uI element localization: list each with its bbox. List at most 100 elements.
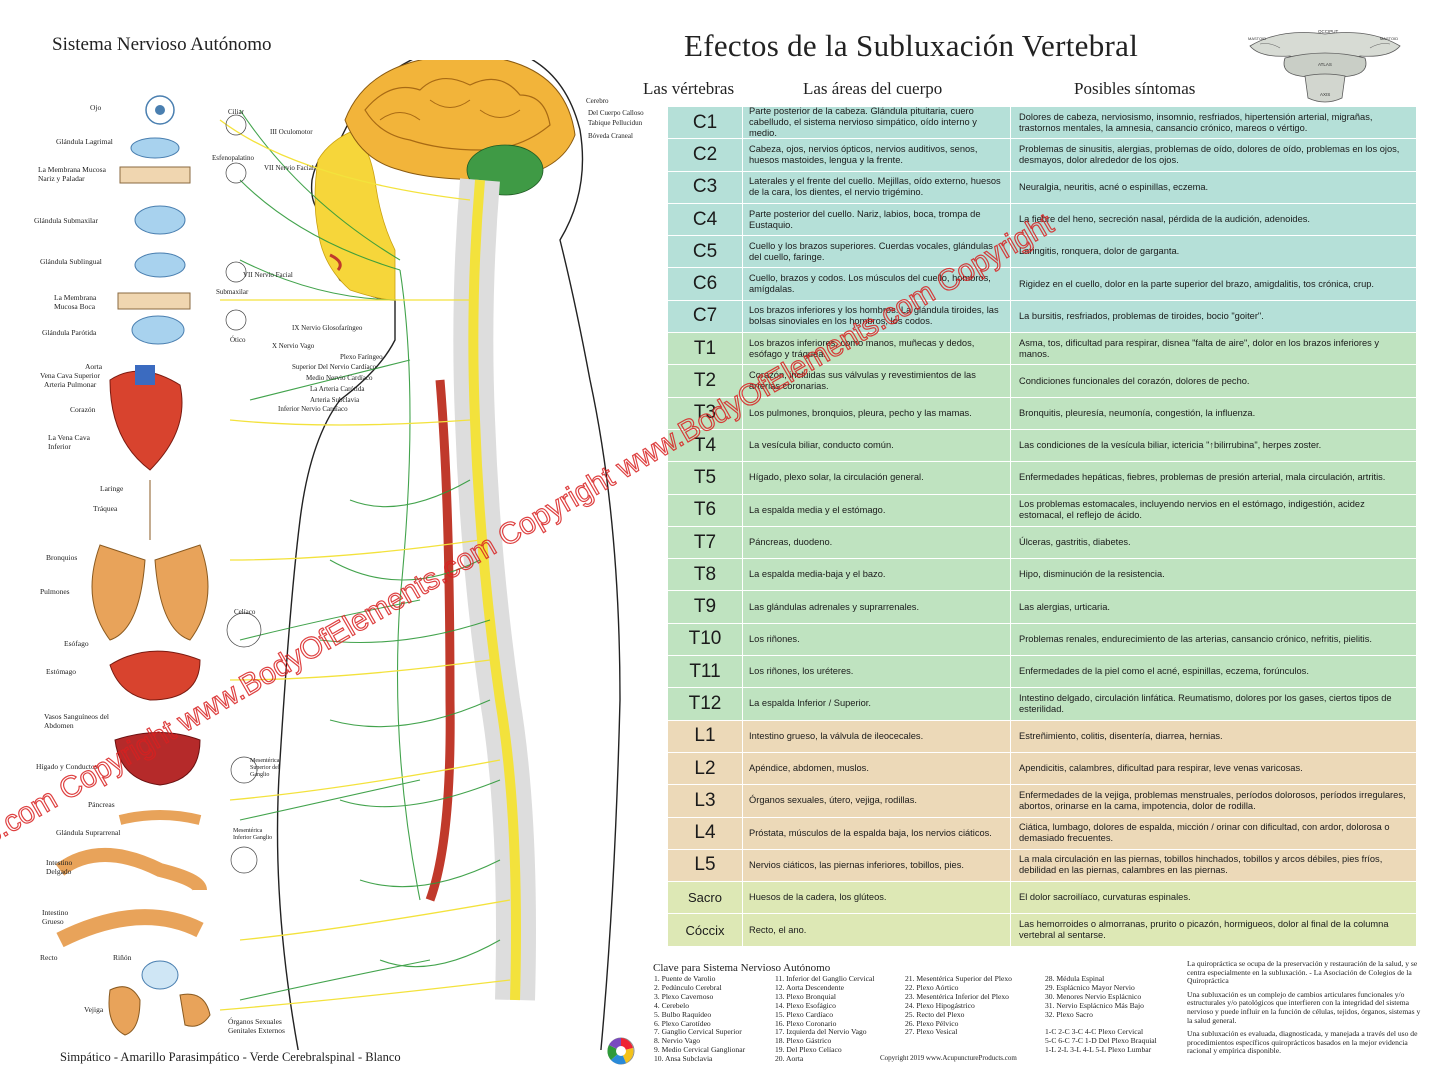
key-item: 10. Ansa Subclavia <box>654 1054 713 1064</box>
key-item: 20. Aorta <box>775 1054 804 1064</box>
vertebra-code: T11 <box>668 656 743 688</box>
atlas-label-atlas: ATLAS <box>1318 62 1332 67</box>
vertebra-code: T2 <box>668 365 743 397</box>
key-item: 5. Bulbo Raquídeo <box>654 1009 712 1019</box>
symptoms: Condiciones funcionales del corazón, dol… <box>1019 375 1250 386</box>
key-title: Clave para Sistema Nervioso Autónomo <box>653 962 831 974</box>
nerve-label-oculomotor: III Oculomotor <box>270 128 313 136</box>
body-area: Los pulmones, bronquios, pleura, pecho y… <box>743 397 1011 429</box>
vertebra-code: L5 <box>668 849 743 882</box>
body-area: Laterales y el frente del cuello. Mejill… <box>743 171 1011 203</box>
key-item: 1-C 2-C 3-C 4-C Plexo Cervical <box>1045 1027 1144 1037</box>
nerve-label-facial-lower: VII Nervio Facial <box>243 271 293 279</box>
organ-label-small-intestine: Intestino Delgado <box>46 858 73 876</box>
atlas-label-axis: AXIS <box>1320 92 1330 97</box>
vertebra-code: T12 <box>668 688 743 720</box>
vertebra-code: T7 <box>668 526 743 559</box>
column-header-vertebrae: Las vértebras <box>643 79 735 98</box>
body-area: Cuello y los brazos superiores. Cuerdas … <box>743 236 1011 268</box>
vertebra-code: T4 <box>668 429 743 462</box>
key-item: 22. Plexo Aórtico <box>905 982 959 992</box>
vertebra-code: C6 <box>668 268 743 300</box>
organ-label-parotid-gland: Glándula Parótida <box>42 328 97 337</box>
vertebra-code: T8 <box>668 559 743 591</box>
symptoms: Problemas de sinusitis, alergias, proble… <box>1019 143 1400 165</box>
key-item: 17. Izquierda del Nervio Vago <box>775 1027 867 1037</box>
body-area: Los brazos inferiores, como manos, muñec… <box>743 333 1011 365</box>
symptoms: Problemas renales, endurecimiento de las… <box>1019 633 1372 644</box>
vertebra-code: C4 <box>668 203 743 236</box>
atlas-label-mastoid-right: MASTOID <box>1380 36 1398 41</box>
symptoms: Rigidez en el cuello, dolor en la parte … <box>1019 278 1375 289</box>
copyright-text: Copyright 2019 www.AcupunctureProducts.c… <box>880 1054 1017 1062</box>
brain-label-cranial-vault: Bóveda Craneal <box>588 132 633 140</box>
ganglion-label-sphenopalatine: Esfenopalatino <box>212 154 254 162</box>
key-item: 4. Cerebelo <box>654 1000 690 1010</box>
organ-label-sublingual-gland: Glándula Sublingual <box>40 257 102 266</box>
organ-label-larynx: Laringe <box>100 484 124 493</box>
key-item: 23. Mesentérica Inferior del Plexo <box>905 991 1009 1001</box>
chiropractic-notes: La quiropráctica se ocupa de la preserva… <box>1187 959 1425 1061</box>
symptoms: Enfermedades hepáticas, fiebres, problem… <box>1019 472 1386 483</box>
symptoms: Asma, tos, dificultad para respirar, dis… <box>1019 337 1380 359</box>
ganglion-label-inferior-mesenteric: Mesentérica Inferior Ganglio <box>233 828 273 841</box>
vertebra-code: L1 <box>668 720 743 752</box>
symptoms: Ciática, lumbago, dolores de espalda, mi… <box>1019 822 1390 844</box>
key-item: 12. Aorta Descendente <box>775 982 844 992</box>
ganglion-label-celiac: Celíaco <box>234 608 256 616</box>
ganglion-label-superior-mesenteric: Mesentérica Superior del Ganglio <box>250 758 280 778</box>
column-header-symptoms: Posibles síntomas <box>1074 79 1196 98</box>
nerve-label-vagus: X Nervio Vago <box>272 342 315 350</box>
symptoms: Hipo, disminución de la resistencia. <box>1019 569 1165 580</box>
organ-label-eye: Ojo <box>90 103 102 112</box>
key-item: 13. Plexo Bronquial <box>775 991 836 1001</box>
note-1: La quiropráctica se ocupa de la preserva… <box>1187 959 1418 986</box>
body-area: Parte posterior de la cabeza. Glándula p… <box>743 106 1011 139</box>
symptoms: Intestino delgado, circulación linfática… <box>1019 692 1392 714</box>
ganglion-label-submaxillary: Submaxilar <box>216 288 249 296</box>
body-area: Nervios ciáticos, las piernas inferiores… <box>743 849 1011 882</box>
organ-label-inferior-vena-cava: La Vena Cava Inferior <box>48 433 90 451</box>
autonomic-nervous-system-illustration <box>55 60 621 1050</box>
key-item: 14. Plexo Esofágico <box>775 1000 836 1010</box>
body-area: Corazón, incluidas sus válvulas y revest… <box>743 365 1011 397</box>
brain-label-corpus-callosum: Del Cuerpo Calloso <box>588 109 644 117</box>
left-title: Sistema Nervioso Autónomo <box>52 34 272 55</box>
vertebra-code: C7 <box>668 300 743 333</box>
key-item: 1-L 2-L 3-L 4-L 5-L Plexo Lumbar <box>1045 1045 1152 1055</box>
vertebra-code: T1 <box>668 333 743 365</box>
vertebra-code: T6 <box>668 494 743 526</box>
organ-label-bronchi: Bronquios <box>46 553 78 562</box>
vertebra-code: L2 <box>668 752 743 785</box>
key-item: 21. Mesentérica Superior del Plexo <box>905 974 1012 983</box>
organ-label-nasal-mucosa: La Membrana Mucosa Nariz y Paladar <box>38 165 106 183</box>
organ-label-kidney: Riñón <box>113 953 132 962</box>
key-item: 3. Plexo Cavernoso <box>654 991 714 1001</box>
vertebra-code: T9 <box>668 591 743 623</box>
body-area: Los riñones. <box>743 623 1011 656</box>
symptoms: Laringitis, ronquera, dolor de garganta. <box>1019 246 1180 257</box>
key-item: 5-C 6-C 7-C 1-D Del Plexo Braquial <box>1045 1036 1157 1046</box>
key-item: 6. Plexo Carotídeo <box>654 1018 711 1028</box>
key-item: 27. Plexo Vesical <box>905 1027 958 1037</box>
body-area: Recto, el ano. <box>743 914 1011 946</box>
key-item: 2. Pedúnculo Cerebral <box>654 982 722 992</box>
brain-label-septum-pellucidum: Tabique Pellucidun <box>588 119 643 127</box>
neck-label-subclavian-artery: Arteria Subclavia <box>310 396 360 404</box>
neck-label-middle-cardiac-nerve: Medio Nervio Cardíaco <box>306 374 373 382</box>
symptoms: Las hemorroides o almorranas, prurito o … <box>1019 919 1389 941</box>
